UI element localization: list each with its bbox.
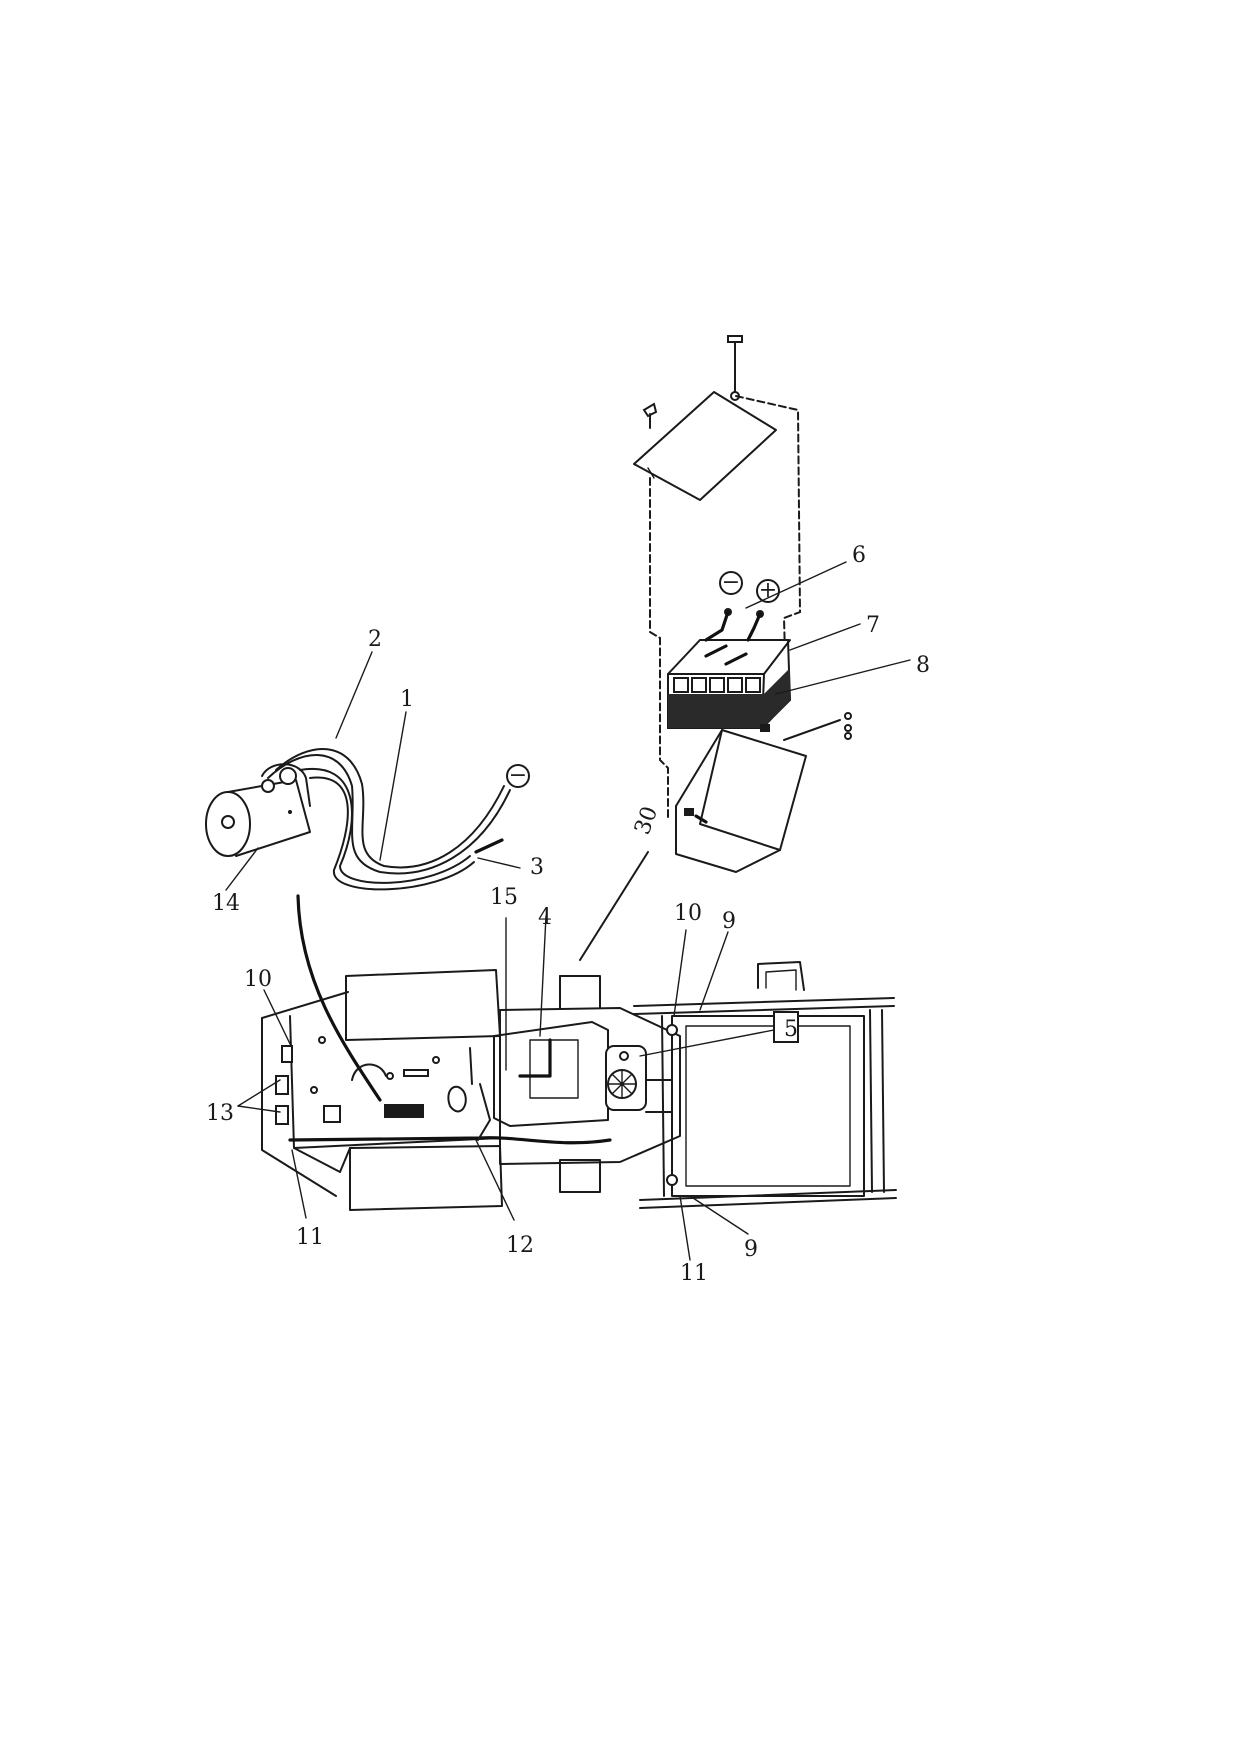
leader-lines	[225, 561, 911, 1261]
battery-tray	[675, 724, 807, 873]
callout-1: 1	[400, 687, 414, 712]
cooling-fan	[605, 1045, 647, 1111]
callout-13: 13	[206, 1101, 234, 1126]
radiator-frame	[633, 961, 897, 1209]
tray-mounting-hardware	[783, 712, 852, 741]
cable-mark-30: 30	[630, 803, 663, 838]
callout-4: 4	[538, 905, 552, 930]
callout-8: 8	[916, 653, 930, 678]
starter-ground-label: −	[509, 763, 527, 788]
battery-cover-plate	[633, 391, 777, 501]
callout-9-top: 9	[722, 909, 736, 934]
callout-labels: 2 1 3 14 6 7 8 15 4 10 9 10 5 13 11 12 9…	[206, 543, 930, 1286]
battery	[667, 608, 792, 729]
callout-3: 3	[530, 855, 544, 880]
callout-15: 15	[490, 885, 518, 910]
battery-assembly: − + 30	[579, 335, 852, 961]
callout-14: 14	[212, 891, 240, 916]
battery-positive-terminal-symbol: +	[756, 578, 780, 603]
callout-11-left: 11	[296, 1225, 324, 1250]
callout-11-right: 11	[680, 1261, 708, 1286]
callout-9-bottom: 9	[744, 1237, 758, 1262]
starter-motor	[205, 763, 311, 857]
battery-positive-label: +	[759, 578, 777, 603]
callout-2: 2	[368, 627, 382, 652]
callout-10-right: 10	[674, 901, 702, 926]
hold-down-bolt-left	[642, 402, 658, 429]
battery-negative-terminal-symbol: −	[719, 570, 743, 595]
starter-ground-symbol: −	[506, 763, 530, 788]
side-connector-top	[281, 1045, 293, 1063]
callout-12: 12	[506, 1233, 534, 1258]
hold-down-bolt-top	[727, 335, 743, 401]
battery-phantom-outline	[649, 395, 802, 821]
callout-5: 5	[784, 1017, 798, 1042]
callout-6: 6	[852, 543, 866, 568]
battery-negative-label: −	[722, 570, 740, 595]
callout-7: 7	[866, 613, 880, 638]
machine-frame	[261, 894, 681, 1211]
starter-cables	[267, 748, 511, 891]
callout-10-left: 10	[244, 967, 272, 992]
component-5-box	[773, 1011, 799, 1043]
